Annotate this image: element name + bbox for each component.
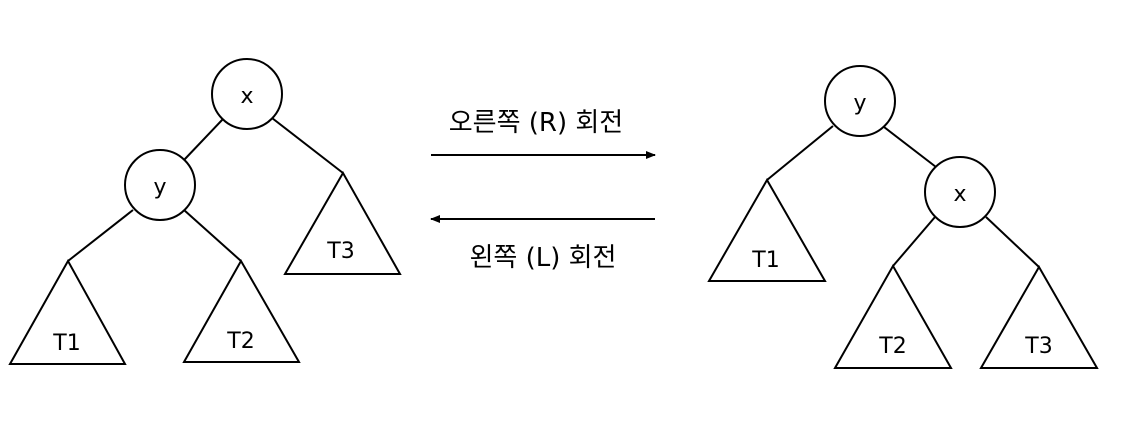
left-rotation-label: 왼쪽 (L) 회전 <box>470 243 617 273</box>
left-subtree-t1 <box>8 258 127 365</box>
left-node-x <box>211 58 283 130</box>
left-edge-x-y <box>183 118 224 161</box>
left-subtree-t2-label: T2 <box>226 329 254 354</box>
right-subtree-t3 <box>979 264 1099 369</box>
rotation-arrows: 오른쪽 (R) 회전 왼쪽 (L) 회전 <box>430 108 656 273</box>
right-node-x <box>924 156 996 228</box>
right-node-y <box>824 65 896 137</box>
left-subtree-t3-label: T3 <box>326 239 354 264</box>
left-edge-y-t2 <box>183 209 242 262</box>
right-subtree-t1-label: T1 <box>751 248 779 273</box>
right-rotation-label: 오른쪽 (R) 회전 <box>449 108 623 138</box>
right-node-x-label: x <box>953 182 966 207</box>
left-node-x-label: x <box>240 84 253 109</box>
right-edge-y-t1 <box>766 125 834 181</box>
left-subtree-t1-label: T1 <box>52 331 80 356</box>
left-subtree-t2 <box>182 258 301 363</box>
left-tree: x y T1 T2 T3 <box>8 58 402 365</box>
right-edge-y-x <box>883 126 937 168</box>
right-subtree-t1 <box>707 177 827 282</box>
left-edge-x-t3 <box>271 117 344 174</box>
right-subtree-t3-label: T3 <box>1024 334 1052 359</box>
left-subtree-t3 <box>283 170 402 275</box>
right-subtree-t2 <box>833 263 953 369</box>
right-node-y-label: y <box>853 91 866 116</box>
right-edge-x-t3 <box>985 216 1040 268</box>
left-node-y-label: y <box>153 175 166 200</box>
right-tree: y x T1 T2 T3 <box>707 65 1099 369</box>
right-edge-x-t2 <box>892 216 936 267</box>
right-subtree-t2-label: T2 <box>878 334 906 359</box>
left-node-y <box>124 149 196 221</box>
left-edge-y-t1 <box>67 209 134 262</box>
